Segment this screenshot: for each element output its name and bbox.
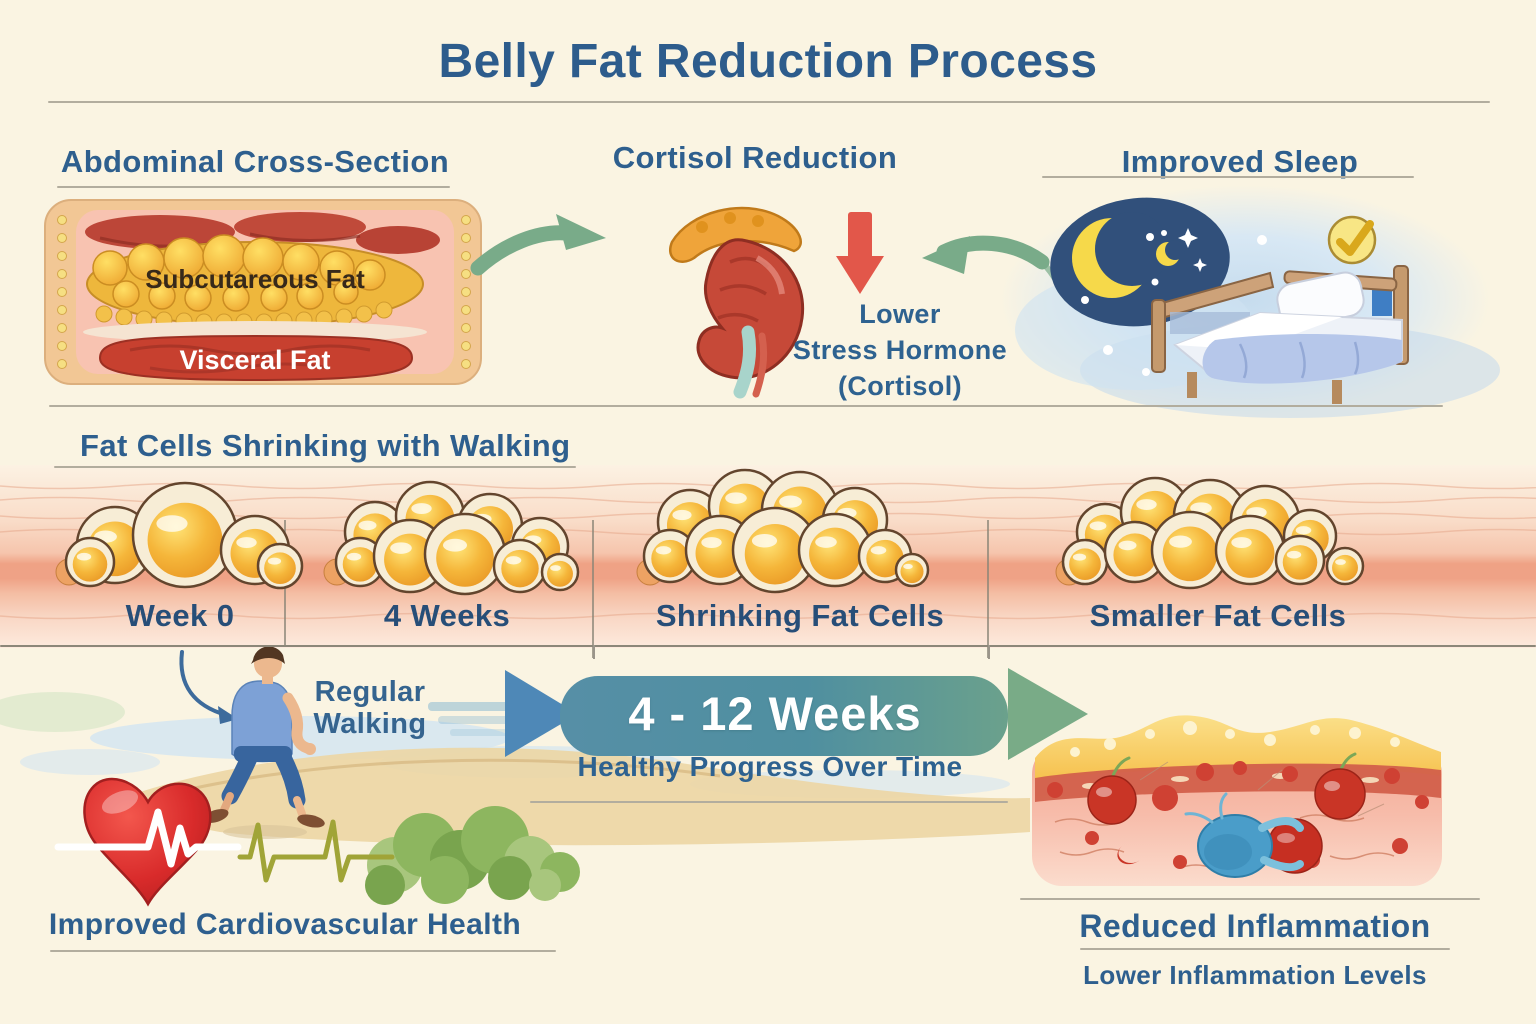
fat-cell xyxy=(642,528,698,584)
fat-cell xyxy=(894,552,930,588)
cortisol-caption-line1: Lower xyxy=(859,299,941,329)
walking-person-icon xyxy=(203,646,325,839)
fat-cell xyxy=(1150,510,1230,590)
section-divider xyxy=(49,405,1443,407)
fat-cell xyxy=(492,538,548,594)
regular-walking-line2: Walking xyxy=(313,708,427,740)
sleep-section-title: Improved Sleep xyxy=(1121,144,1359,179)
fat-cell xyxy=(256,542,304,590)
ecg-line-white xyxy=(54,808,242,868)
inflammation-section-title: Reduced Inflammation xyxy=(1079,908,1431,944)
bed-icon xyxy=(1151,265,1409,404)
regular-walking-line1: Regular xyxy=(314,676,426,708)
fat-cell xyxy=(1061,538,1109,586)
title-divider xyxy=(48,101,1490,103)
timeline-caption-underline xyxy=(530,801,1008,803)
fat-cell xyxy=(372,518,448,594)
inflammation-subtitle: Lower Inflammation Levels xyxy=(1083,960,1427,990)
fat-cell xyxy=(1274,534,1326,586)
path-ground xyxy=(140,747,1030,846)
fat-cell xyxy=(131,481,239,589)
skin-beads xyxy=(57,215,471,369)
fat-cell xyxy=(423,512,507,596)
abdominal-cross-section-illustration: Subcutareous Fat Visceral Fat xyxy=(44,199,482,385)
visceral-fat-layer: Visceral Fat xyxy=(98,334,414,382)
stage-label-week0: Week 0 xyxy=(125,598,235,633)
page-title: Belly Fat Reduction Process xyxy=(438,35,1098,88)
red-cells xyxy=(1047,752,1429,869)
moon-icon xyxy=(1050,197,1230,327)
regular-walking-label: Regular Walking xyxy=(300,676,440,740)
fat-cell xyxy=(540,552,580,592)
arrow-down-red-icon xyxy=(836,212,884,294)
cardio-underline xyxy=(50,950,556,952)
cortisol-caption: Lower Stress Hormone (Cortisol) xyxy=(790,296,1010,404)
blanket xyxy=(1202,333,1402,384)
abdominal-section-title: Abdominal Cross-Section xyxy=(60,144,450,179)
abdominal-underline xyxy=(57,186,450,188)
fat-cell xyxy=(1325,546,1365,586)
subcutaneous-fat-label: Subcutareous Fat xyxy=(145,264,365,294)
timeline-tick xyxy=(593,645,595,659)
muscle-layer xyxy=(85,212,440,254)
fat-cell-clusters xyxy=(55,468,1365,596)
bushes xyxy=(365,806,580,905)
stage-label-smaller: Smaller Fat Cells xyxy=(1089,598,1347,633)
ecg-line-olive xyxy=(237,819,395,883)
stage-label-shrinking: Shrinking Fat Cells xyxy=(655,598,945,633)
timeline-duration: 4 - 12 Weeks xyxy=(628,687,922,740)
fat-cells-section-title: Fat Cells Shrinking with Walking xyxy=(80,428,571,463)
cardio-section-title: Improved Cardiovascular Health xyxy=(48,908,522,941)
fat-cell xyxy=(731,506,819,594)
macrophage-cell xyxy=(1184,792,1323,878)
fat-cell xyxy=(1214,514,1286,586)
fat-cell xyxy=(64,536,116,588)
check-icon xyxy=(1327,215,1377,265)
fat-cells-underline xyxy=(54,466,576,468)
cortisol-caption-line2: Stress Hormone xyxy=(792,335,1008,365)
timeline-axis xyxy=(0,645,1536,647)
adrenal-kidney-icon xyxy=(669,206,805,399)
fat-cell xyxy=(1103,520,1167,584)
sleep-underline xyxy=(1042,176,1414,178)
fat-top-layer xyxy=(1035,715,1441,780)
cortisol-caption-line3: (Cortisol) xyxy=(838,371,962,401)
fat-cell xyxy=(334,536,386,588)
stage-label-4weeks: 4 Weeks xyxy=(383,598,511,633)
arrow-right-green-icon xyxy=(470,214,606,276)
timeline-banner-arrow xyxy=(428,668,1088,760)
inflammation-illustration xyxy=(1032,715,1442,886)
walking-scene xyxy=(0,646,1030,905)
curved-arrow-icon xyxy=(179,650,238,724)
inflammation-top-line xyxy=(1020,898,1480,900)
inflammation-underline xyxy=(1080,948,1450,950)
fat-cell xyxy=(797,512,873,588)
timeline-caption: Healthy Progress Over Time xyxy=(577,751,963,782)
timeline-tick xyxy=(988,645,990,659)
cortisol-section-title: Cortisol Reduction xyxy=(612,140,898,175)
visceral-fat-label: Visceral Fat xyxy=(179,345,330,375)
heart-ecg-icon xyxy=(54,777,395,907)
